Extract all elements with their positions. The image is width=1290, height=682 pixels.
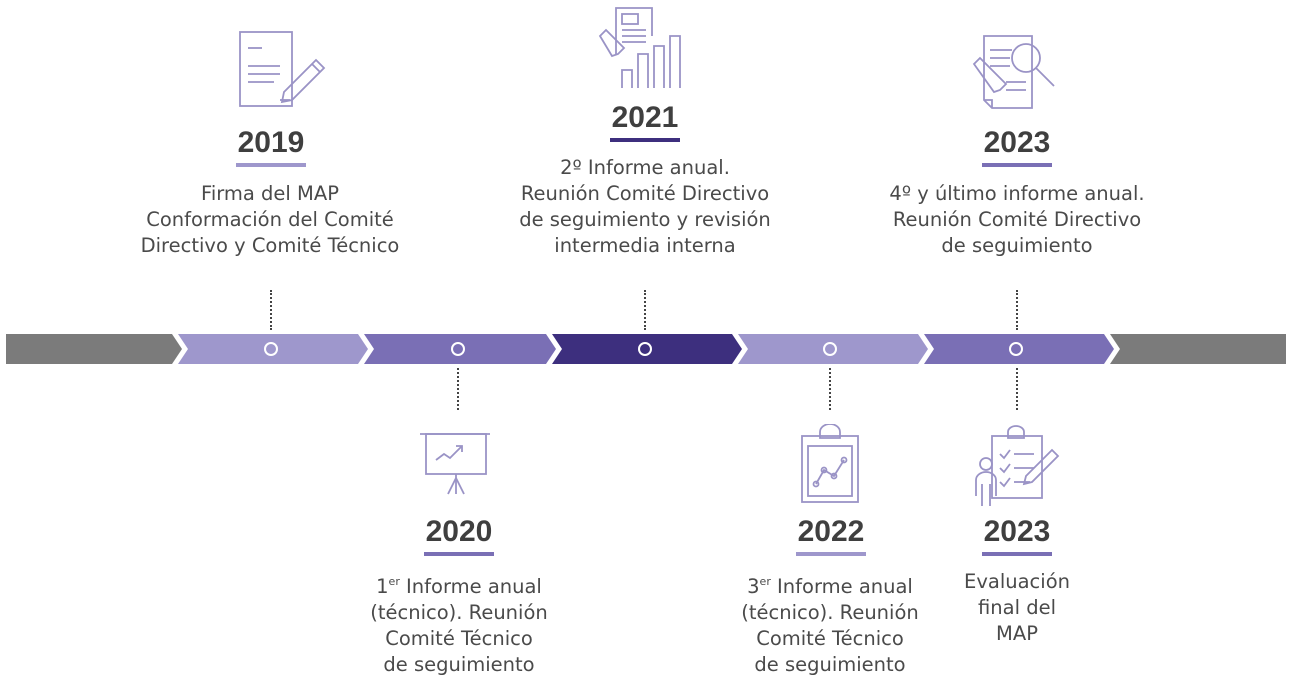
year-underline-2021 (610, 138, 680, 142)
timeline-segment-2021 (552, 334, 742, 364)
timeline-segment-2022 (738, 334, 928, 364)
description-line: (técnico). Reunión (741, 601, 919, 624)
report-bar-chart-icon (598, 7, 681, 88)
connector-2022 (829, 368, 831, 410)
evaluation-checklist-icon (975, 425, 1060, 506)
description-line: Conformación del Comité (146, 208, 394, 231)
connector-2020 (457, 368, 459, 410)
description-line: (técnico). Reunión (370, 601, 548, 624)
timeline-segment-start (6, 334, 182, 364)
connector-2023-top (1016, 290, 1018, 330)
timeline-bar (6, 334, 1286, 364)
connector-2021 (644, 290, 646, 330)
milestone-description-2021: 2º Informe anual. Reunión Comité Directi… (495, 155, 795, 259)
timeline-node-2019 (264, 342, 278, 356)
document-search-icon (972, 35, 1055, 109)
timeline-node-2020 (451, 342, 465, 356)
ordinal-suffix: er (759, 575, 771, 588)
connector-2019 (270, 290, 272, 330)
description-line: final del (978, 596, 1056, 619)
year-underline-2022 (796, 552, 866, 556)
description-line: Reunión Comité Directivo (520, 182, 770, 205)
year-label-2023-top: 2023 (983, 126, 1051, 159)
description-line: Evaluación (964, 570, 1070, 593)
description-line: Directivo y Comité Técnico (140, 234, 400, 257)
description-line: 4º y último informe anual. (889, 182, 1145, 205)
description-line: Firma del MAP (201, 182, 339, 205)
year-underline-2020 (424, 552, 494, 556)
year-label-2021: 2021 (611, 101, 679, 134)
ordinal-suffix: er (388, 575, 400, 588)
description-line: de seguimiento (941, 234, 1093, 257)
description-line: intermedia interna (554, 234, 736, 257)
milestone-description-2020: 1er Informe anual (técnico). Reunión Com… (359, 569, 559, 678)
milestone-description-2023-evaluation: Evaluación final del MAP (937, 569, 1097, 647)
year-underline-2023-top (982, 163, 1052, 167)
presentation-board-icon (420, 433, 490, 495)
description-line-rest: Informe anual (399, 575, 542, 598)
clipboard-chart-icon (801, 424, 859, 503)
year-underline-2023-bottom (982, 552, 1052, 556)
timeline-segment-end (1110, 334, 1286, 364)
year-underline-2019 (236, 163, 306, 167)
connector-2023-bottom (1016, 368, 1018, 410)
description-line: de seguimiento y revisión (519, 208, 771, 231)
description-line: Comité Técnico (385, 627, 533, 650)
description-line: 2º Informe anual. (560, 156, 730, 179)
timeline-segment-2023 (924, 334, 1114, 364)
description-line-rest: Informe anual (770, 575, 913, 598)
year-label-2023-bottom: 2023 (983, 515, 1051, 548)
milestone-description-2019: Firma del MAP Conformación del Comité Di… (120, 181, 420, 259)
timeline-node-2022 (823, 342, 837, 356)
description-line: 1er Informe anual (359, 569, 559, 600)
description-line: Reunión Comité Directivo (892, 208, 1142, 231)
timeline-segment-2020 (364, 334, 556, 364)
description-line: Comité Técnico (756, 627, 904, 650)
year-label-2020: 2020 (425, 515, 493, 548)
year-label-2019: 2019 (237, 126, 305, 159)
timeline-segment-2019 (178, 334, 368, 364)
description-line: 3er Informe anual (730, 569, 930, 600)
description-line: de seguimiento (754, 653, 906, 676)
ordinal-number: 3 (747, 575, 760, 598)
timeline-node-2021 (638, 342, 652, 356)
description-line: de seguimiento (383, 653, 535, 676)
timeline-node-2023 (1009, 342, 1023, 356)
description-line: MAP (996, 622, 1038, 645)
year-label-2022: 2022 (797, 515, 865, 548)
milestone-description-2023-report: 4º y último informe anual. Reunión Comit… (867, 181, 1167, 259)
ordinal-number: 1 (376, 575, 389, 598)
document-signing-icon (239, 31, 326, 107)
milestone-description-2022: 3er Informe anual (técnico). Reunión Com… (730, 569, 930, 678)
